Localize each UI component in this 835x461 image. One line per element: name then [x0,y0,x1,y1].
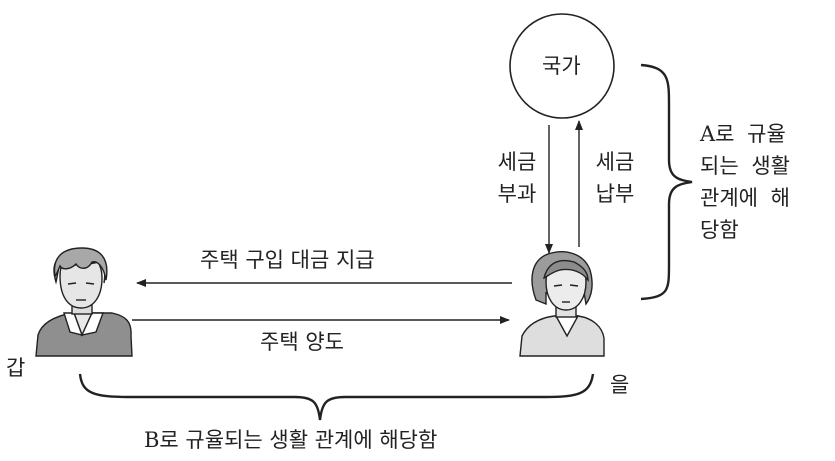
house-payment-label: 주택 구입 대금 지급 [200,248,375,272]
brace-b [78,373,595,421]
person-eul-label: 을 [610,373,630,397]
brace-b-label: B로 규율되는 생활 관계에 해당함 [144,428,438,452]
person-gap-label: 갑 [6,356,26,380]
house-transfer-label: 주택 양도 [260,330,344,354]
brace-a [640,63,693,301]
woman-figure [519,251,605,357]
state-circle [509,13,615,119]
brace-a-label: A로 규율 되는 생활 관계에 해 당함 [700,122,790,242]
tax-payment-label: 세금 납부 [595,150,635,206]
tax-levy-label: 세금 부과 [497,150,537,206]
man-figure [35,247,133,357]
state-label: 국가 [542,54,581,78]
